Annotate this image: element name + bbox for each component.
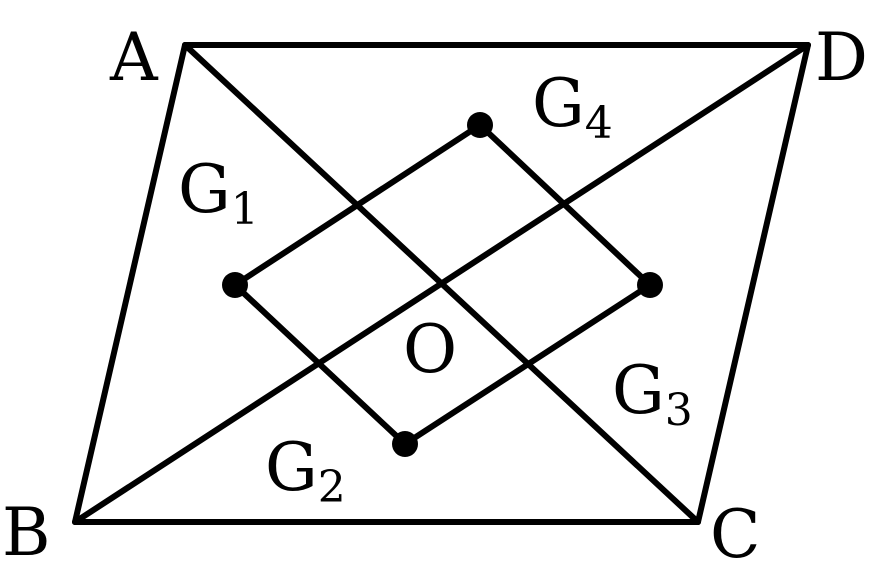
label-g3-letter: G	[612, 352, 665, 429]
point-g4	[467, 112, 493, 138]
point-labels: G1 G2 G3 G4	[178, 65, 693, 513]
label-a: A	[109, 19, 159, 96]
label-g4-subscript: 4	[585, 98, 613, 149]
label-g4: G4	[532, 65, 613, 149]
edge-g2g1	[232, 282, 408, 447]
vertex-labels: A D B C O	[2, 19, 868, 573]
edge-g4g3	[477, 122, 653, 288]
parallelogram-abcd	[72, 42, 811, 525]
edge-g3g2	[402, 282, 653, 447]
label-g1-letter: G	[178, 151, 231, 228]
edge-dc	[695, 42, 811, 525]
label-c: C	[710, 496, 761, 573]
diagonal-bd	[72, 42, 811, 525]
label-d: D	[815, 19, 868, 96]
label-o: O	[403, 311, 457, 388]
edge-ba	[72, 42, 188, 525]
point-g2	[392, 431, 418, 457]
inner-quadrilateral-g1g2g3g4	[232, 122, 653, 447]
point-g3	[637, 272, 663, 298]
label-g2-subscript: 2	[318, 462, 346, 513]
label-g1: G1	[178, 151, 259, 235]
edge-g1g4	[232, 122, 483, 288]
label-g3-subscript: 3	[665, 385, 693, 436]
points	[222, 112, 663, 457]
label-g2-letter: G	[265, 429, 318, 506]
label-g2: G2	[265, 429, 346, 513]
label-b: B	[2, 494, 51, 571]
label-g4-letter: G	[532, 65, 585, 142]
label-g3: G3	[612, 352, 693, 436]
point-g1	[222, 272, 248, 298]
diagonals	[72, 42, 811, 525]
label-g1-subscript: 1	[231, 184, 259, 235]
